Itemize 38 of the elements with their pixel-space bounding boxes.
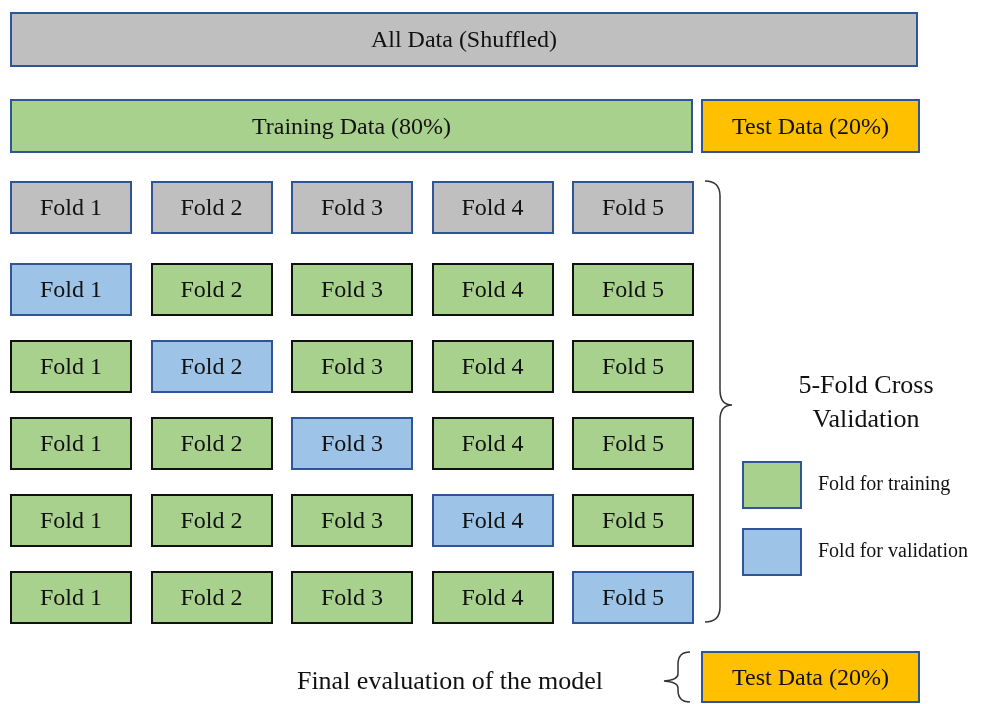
fold-box: Fold 1 (10, 417, 132, 470)
legend-label: Fold for training (818, 472, 951, 495)
bracket-label: Final evaluation of the model (295, 665, 605, 697)
fold-box: Fold 1 (10, 340, 132, 393)
fold-box: Fold 5 (572, 571, 694, 624)
fold-box: Fold 4 (431, 340, 554, 393)
data-bar: Test Data (20%) (701, 651, 920, 703)
data-bar: All Data (Shuffled) (10, 12, 918, 67)
fold-box: Fold 5 (572, 181, 694, 234)
fold-box: Fold 4 (431, 263, 554, 316)
fold-box: Fold 3 (291, 340, 413, 393)
fold-box: Fold 5 (572, 417, 694, 470)
fold-box: Fold 5 (572, 340, 694, 393)
fold-box: Fold 3 (291, 263, 413, 316)
fold-box: Fold 3 (291, 417, 413, 470)
legend-label: Fold for validation (818, 539, 968, 562)
fold-box: Fold 1 (10, 181, 132, 234)
fold-box: Fold 4 (431, 571, 554, 624)
bracket-label: 5-Fold Cross Validation (797, 369, 935, 435)
fold-box: Fold 4 (431, 494, 554, 547)
fold-box: Fold 1 (10, 494, 132, 547)
fold-box: Fold 2 (150, 494, 273, 547)
fold-box: Fold 5 (572, 263, 694, 316)
fold-box: Fold 4 (431, 181, 554, 234)
data-bar: Test Data (20%) (701, 99, 920, 153)
fold-box: Fold 3 (291, 494, 413, 547)
fold-box: Fold 5 (572, 494, 694, 547)
fold-box: Fold 1 (10, 571, 132, 624)
fold-box: Fold 2 (150, 263, 273, 316)
data-bar: Training Data (80%) (10, 99, 693, 153)
fold-box: Fold 2 (150, 571, 273, 624)
fold-box: Fold 2 (150, 340, 273, 393)
fold-box: Fold 4 (431, 417, 554, 470)
fold-box: Fold 3 (291, 571, 413, 624)
fold-box: Fold 3 (291, 181, 413, 234)
fold-box: Fold 2 (150, 181, 273, 234)
fold-box: Fold 1 (10, 263, 132, 316)
fold-box: Fold 2 (150, 417, 273, 470)
